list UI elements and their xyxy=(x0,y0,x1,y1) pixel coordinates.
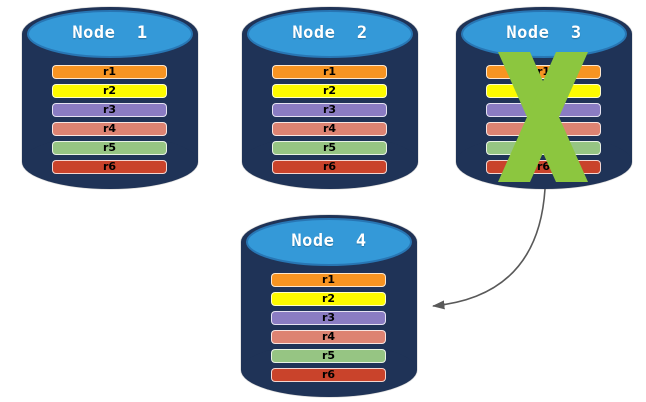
arrow-curve xyxy=(432,188,546,310)
failure-x-icon xyxy=(498,52,588,182)
record-bar: r6 xyxy=(271,368,386,382)
record-bar: r2 xyxy=(271,292,386,306)
record-bar: r1 xyxy=(271,273,386,287)
record-bar: r1 xyxy=(52,65,167,79)
record-bar: r2 xyxy=(272,84,387,98)
record-bar: r4 xyxy=(272,122,387,136)
record-list: r1 r2 r3 r4 r5 r6 xyxy=(52,65,167,179)
node-title: Node 2 xyxy=(292,23,368,43)
record-bar: r3 xyxy=(272,103,387,117)
record-bar: r5 xyxy=(272,141,387,155)
node-3: Node 3 r1 r2 r3 r4 r5 r6 xyxy=(455,6,633,190)
node-title: Node 3 xyxy=(506,23,582,43)
record-list: r1 r2 r3 r4 r5 r6 xyxy=(272,65,387,179)
node-4: Node 4 r1 r2 r3 r4 r5 r6 xyxy=(240,214,418,398)
node-title: Node 1 xyxy=(72,23,148,43)
record-list: r1 r2 r3 r4 r5 r6 xyxy=(271,273,386,387)
record-bar: r4 xyxy=(52,122,167,136)
record-bar: r5 xyxy=(271,349,386,363)
record-bar: r1 xyxy=(272,65,387,79)
node-1: Node 1 r1 r2 r3 r4 r5 r6 xyxy=(21,6,199,190)
record-bar: r6 xyxy=(272,160,387,174)
record-bar: r6 xyxy=(52,160,167,174)
record-bar: r5 xyxy=(52,141,167,155)
node-title: Node 4 xyxy=(291,231,367,251)
node-2: Node 2 r1 r2 r3 r4 r5 r6 xyxy=(241,6,419,190)
database-cylinder-icon xyxy=(242,7,418,189)
record-bar: r4 xyxy=(271,330,386,344)
record-bar: r3 xyxy=(52,103,167,117)
record-bar: r3 xyxy=(271,311,386,325)
record-bar: r2 xyxy=(52,84,167,98)
